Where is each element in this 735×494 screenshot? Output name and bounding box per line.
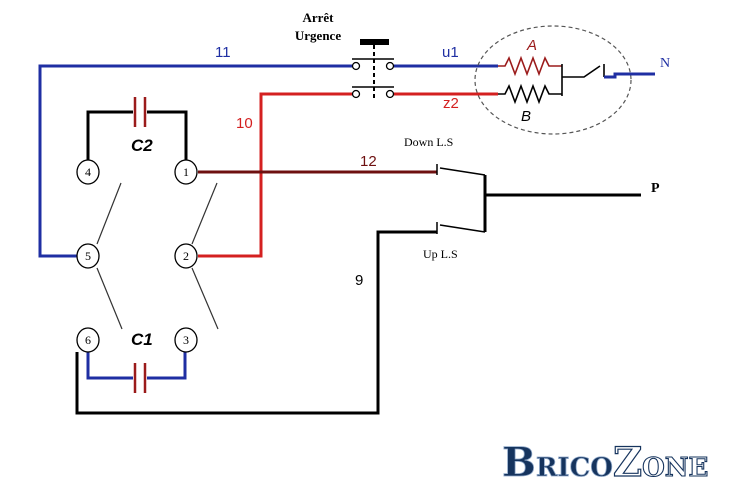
capacitor-c1 — [86, 352, 187, 393]
terminal-6-label: 6 — [85, 333, 91, 347]
motor-enclosure — [474, 25, 632, 135]
up-limit-switch — [436, 222, 486, 234]
terminal-4: 4 — [76, 159, 100, 185]
down-limit-switch — [436, 164, 486, 176]
terminal-1-label: 1 — [183, 165, 189, 179]
terminal-6: 6 — [76, 327, 100, 353]
terminal-4-label: 4 — [85, 165, 91, 179]
terminal-2-label: 2 — [183, 249, 189, 263]
down-limit-switch-label: Down L.S — [404, 135, 453, 149]
wire-u1-label: u1 — [442, 44, 459, 61]
up-limit-switch-label: Up L.S — [423, 247, 458, 261]
contact-1-2 — [191, 182, 218, 245]
coil-a-label: A — [526, 37, 537, 54]
wire-9 — [75, 230, 437, 415]
terminal-3: 3 — [174, 327, 198, 353]
wire-10 — [198, 92, 352, 258]
phase-label: P — [651, 181, 660, 196]
capacitor-c1-label: C1 — [131, 330, 153, 349]
emergency-stop-button — [351, 39, 395, 100]
svg-text:BRICOZONE: BRICOZONE — [502, 439, 708, 486]
wire-11-label: 11 — [215, 44, 231, 61]
contact-5-6 — [96, 267, 123, 330]
wire-z2-label: z2 — [443, 95, 459, 112]
logo-initial-b: B — [502, 439, 536, 486]
contact-4-5 — [96, 182, 122, 245]
terminal-5: 5 — [76, 243, 100, 269]
logo-rico: RICO — [536, 453, 613, 483]
wire-neutral — [604, 72, 655, 79]
terminal-2: 2 — [174, 243, 198, 269]
neutral-label: N — [660, 56, 670, 71]
coil-b-resistor — [498, 83, 562, 105]
coil-b-label: B — [521, 108, 531, 125]
terminal-1: 1 — [174, 159, 198, 185]
contact-2-3 — [191, 267, 219, 330]
wire-11 — [38, 64, 352, 258]
emergency-stop-title-line2: Urgence — [295, 28, 341, 43]
coil-a-resistor — [498, 55, 562, 77]
wire-9-label: 9 — [355, 272, 363, 289]
wire-12-label: 12 — [360, 153, 377, 170]
logo-initial-z: Z — [613, 439, 642, 486]
terminal-3-label: 3 — [183, 333, 189, 347]
thermal-cutout — [562, 65, 601, 78]
capacitor-c2-label: C2 — [131, 136, 153, 155]
terminal-5-label: 5 — [85, 249, 91, 263]
emergency-stop-title-line1: Arrêt — [302, 10, 334, 25]
wire-10-label: 10 — [236, 115, 253, 132]
logo-one: ONE — [642, 453, 708, 483]
bricozone-logo: BRICOZONE — [502, 438, 709, 486]
capacitor-c2 — [86, 97, 188, 160]
